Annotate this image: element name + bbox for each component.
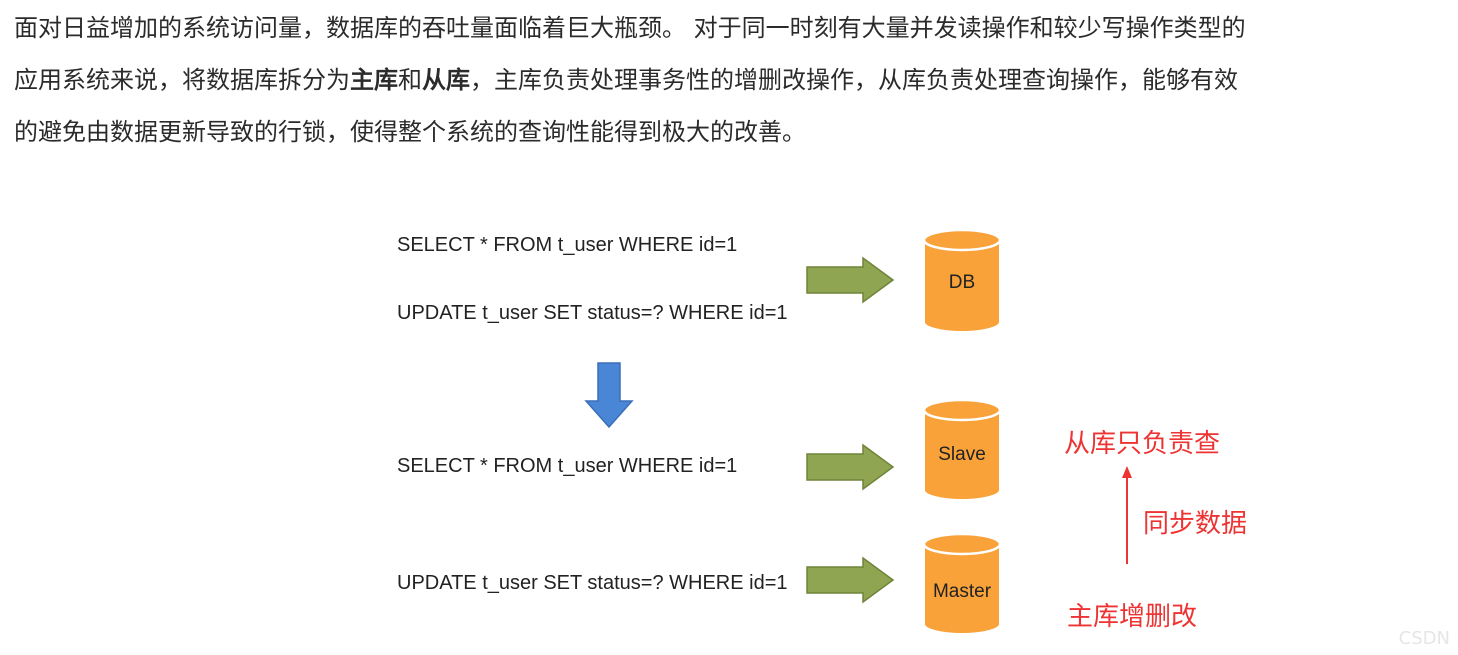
master-db-cylinder: Master bbox=[922, 532, 1002, 636]
intro-line-3: 的避免由数据更新导致的行锁，使得整个系统的查询性能得到极大的改善。 bbox=[14, 118, 806, 146]
top-select-sql: SELECT * FROM t_user WHERE id=1 bbox=[397, 234, 738, 256]
intro-line-2-part-e: ，主库负责处理事务性的增删改操作，从库负责处理查询操作，能够有效 bbox=[470, 66, 1238, 94]
arrow-right-icon bbox=[806, 443, 895, 491]
intro-line-2-part-c: 和 bbox=[398, 66, 422, 94]
intro-line-2: 应用系统来说，将数据库拆分为主库和从库，主库负责处理事务性的增删改操作，从库负责… bbox=[14, 54, 1444, 106]
db-label: DB bbox=[948, 272, 976, 293]
master-db-term: 主库 bbox=[350, 66, 398, 94]
top-update-sql: UPDATE t_user SET status=? WHERE id=1 bbox=[397, 302, 788, 324]
slave-read-only-note: 从库只负责查 bbox=[1064, 429, 1221, 459]
database-icon bbox=[922, 398, 1002, 501]
sync-arrow-icon bbox=[1122, 466, 1132, 564]
master-write-note: 主库增删改 bbox=[1067, 602, 1198, 632]
intro-paragraph: 面对日益增加的系统访问量，数据库的吞吐量面临着巨大瓶颈。 对于同一时刻有大量并发… bbox=[14, 2, 1444, 158]
arrow-right-icon bbox=[806, 556, 895, 604]
database-icon bbox=[922, 532, 1002, 635]
database-icon bbox=[922, 228, 1002, 333]
slave-db-cylinder: Slave bbox=[922, 398, 1002, 502]
sync-data-note: 同步数据 bbox=[1143, 509, 1248, 539]
db-cylinder: DB bbox=[922, 228, 1002, 334]
master-label: Master bbox=[932, 581, 992, 602]
bottom-update-sql: UPDATE t_user SET status=? WHERE id=1 bbox=[397, 572, 788, 594]
arrow-down-icon bbox=[584, 362, 634, 429]
slave-label: Slave bbox=[938, 444, 986, 465]
intro-line-1: 面对日益增加的系统访问量，数据库的吞吐量面临着巨大瓶颈。 对于同一时刻有大量并发… bbox=[14, 14, 1246, 42]
slave-db-term: 从库 bbox=[422, 66, 470, 94]
arrow-right-icon bbox=[806, 256, 895, 304]
intro-line-2-part-a: 应用系统来说，将数据库拆分为 bbox=[14, 66, 350, 94]
bottom-select-sql: SELECT * FROM t_user WHERE id=1 bbox=[397, 455, 738, 477]
watermark: CSDN bbox=[1398, 628, 1450, 649]
